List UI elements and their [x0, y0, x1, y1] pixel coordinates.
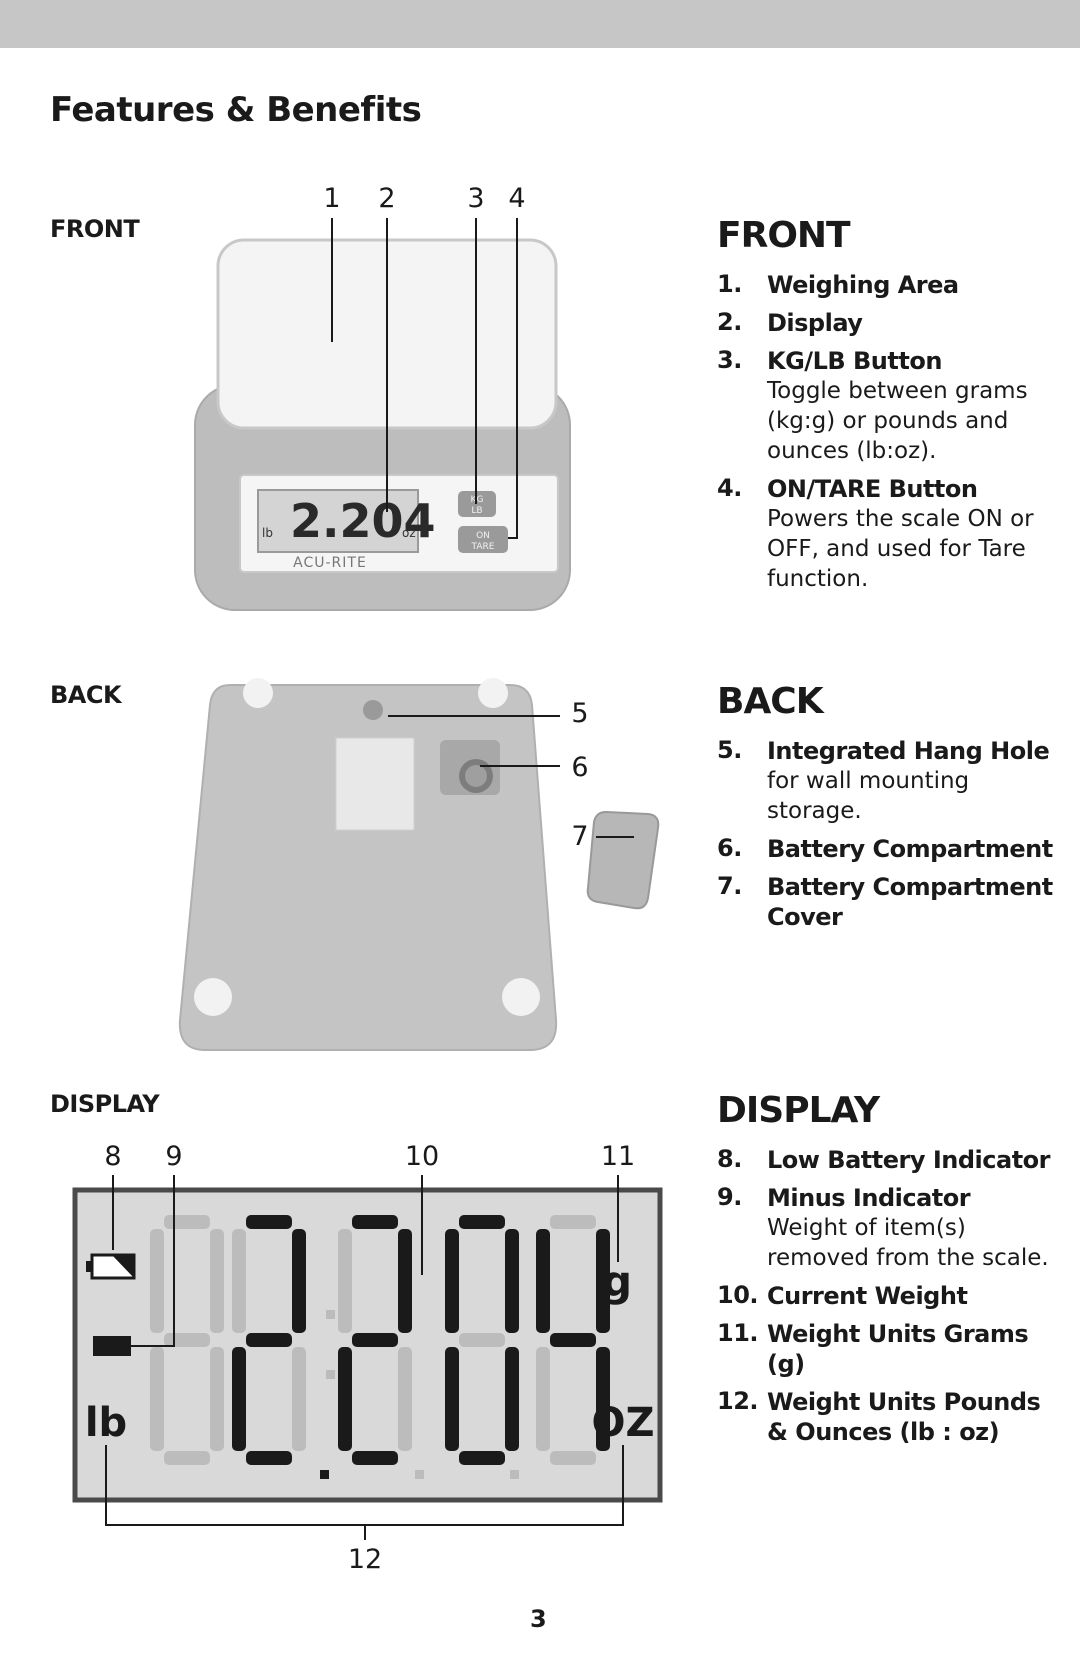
callout-7: 7 — [571, 821, 588, 852]
callout-9: 9 — [165, 1141, 182, 1172]
lcd-segment — [246, 1333, 292, 1347]
back-feature-list: 5. Integrated Hang Hole for wall mountin… — [717, 736, 1057, 940]
callout-11: 11 — [601, 1141, 635, 1172]
lcd-segment — [338, 1347, 352, 1451]
list-item: 2. Display — [717, 308, 863, 337]
lcd-segment — [352, 1333, 398, 1347]
svg-text:ON: ON — [476, 531, 490, 541]
back-scale-illustration: 5 6 7 — [178, 678, 660, 1051]
lcd-segment — [232, 1347, 246, 1451]
lcd-segment — [210, 1347, 224, 1451]
front-lcd — [257, 489, 419, 553]
lcd-segment — [292, 1347, 306, 1451]
lcd-segment — [596, 1347, 610, 1451]
lcd-segment — [338, 1229, 352, 1333]
unit-ounces: OZ — [591, 1400, 654, 1446]
lcd-segment — [536, 1229, 550, 1333]
top-bar — [0, 0, 1080, 48]
list-item: 12. Weight Units Pounds & Ounces (lb : o… — [717, 1387, 1041, 1446]
back-heading: BACK — [717, 681, 824, 722]
lcd-segment — [164, 1215, 210, 1229]
front-heading: FRONT — [717, 215, 851, 256]
lcd-segment — [352, 1451, 398, 1465]
lcd-segment — [150, 1347, 164, 1451]
list-item: 10. Current Weight — [717, 1281, 968, 1310]
lcd-segment — [246, 1451, 292, 1465]
battery-cover — [586, 810, 660, 910]
callout-8: 8 — [104, 1141, 121, 1172]
front-figure-label: FRONT — [50, 215, 140, 243]
list-item: 9. Minus Indicator Weight of item(s) rem… — [717, 1183, 1049, 1271]
lcd-dot — [326, 1310, 335, 1319]
callout-10: 10 — [405, 1141, 439, 1172]
lcd-segment — [505, 1347, 519, 1451]
brand-logo: ACU-RITE — [293, 555, 367, 571]
lcd-dot — [320, 1470, 329, 1479]
front-lcd-lb: lb — [262, 526, 273, 540]
lcd-segment — [246, 1215, 292, 1229]
lcd-digits — [150, 1215, 610, 1479]
lcd-segment — [352, 1215, 398, 1229]
list-item: 8. Low Battery Indicator — [717, 1145, 1051, 1174]
display-feature-list: 8. Low Battery Indicator 9. Minus Indica… — [717, 1145, 1057, 1455]
page-number: 3 — [530, 1605, 547, 1633]
lcd-segment — [550, 1333, 596, 1347]
lcd-segment — [150, 1229, 164, 1333]
lcd-segment — [445, 1229, 459, 1333]
svg-text:LB: LB — [471, 506, 482, 516]
list-item: 5. Integrated Hang Hole for wall mountin… — [717, 736, 1050, 824]
svg-text:TARE: TARE — [471, 542, 495, 552]
back-figure-label: BACK — [50, 681, 122, 709]
callout-12: 12 — [348, 1544, 382, 1575]
callout-6: 6 — [571, 752, 588, 783]
callout-3: 3 — [467, 183, 484, 214]
front-lcd-oz: oz — [402, 526, 416, 540]
display-heading: DISPLAY — [717, 1090, 880, 1131]
lcd-segment — [459, 1451, 505, 1465]
lcd-segment — [459, 1215, 505, 1229]
display-lcd-illustration: g lb OZ 8 9 10 11 12 — [72, 1141, 663, 1575]
unit-grams: g — [602, 1257, 632, 1306]
lcd-segment — [550, 1451, 596, 1465]
hang-hole — [363, 700, 383, 720]
callout-4: 4 — [508, 183, 525, 214]
lcd-segment — [164, 1333, 210, 1347]
list-item: 4. ON/TARE Button Powers the scale ON or… — [717, 474, 1034, 592]
page-title: Features & Benefits — [50, 90, 422, 130]
list-item: 11. Weight Units Grams (g) — [717, 1319, 1029, 1378]
display-figure-label: DISPLAY — [50, 1090, 160, 1118]
svg-text:KG: KG — [471, 495, 484, 505]
list-item: 3. KG/LB Button Toggle between grams (kg… — [717, 346, 1028, 464]
unit-pounds: lb — [85, 1400, 127, 1446]
front-feature-list: 1. Weighing Area 2. Display 3. KG/LB But… — [717, 270, 1057, 602]
lcd-segment — [505, 1229, 519, 1333]
callout-1: 1 — [323, 183, 340, 214]
lcd-segment — [445, 1347, 459, 1451]
lcd-segment — [232, 1229, 246, 1333]
lcd-segment — [398, 1229, 412, 1333]
front-scale-illustration: 2.204 lb oz KG LB ON TARE ACU-RITE 1 2 3… — [194, 183, 571, 611]
front-lcd-readout: 2.204 — [290, 494, 436, 548]
list-item: 1. Weighing Area — [717, 270, 959, 299]
lcd-dot — [415, 1470, 424, 1479]
lcd-segment — [536, 1347, 550, 1451]
illustrations: 2.204 lb oz KG LB ON TARE ACU-RITE 1 2 3… — [72, 183, 663, 1575]
lcd-segment — [164, 1451, 210, 1465]
lcd-segment — [459, 1333, 505, 1347]
callout-5: 5 — [571, 698, 588, 729]
list-item: 6. Battery Compartment — [717, 834, 1053, 863]
callout-2: 2 — [378, 183, 395, 214]
minus-indicator — [93, 1336, 131, 1356]
lcd-dot — [510, 1470, 519, 1479]
lcd-segment — [398, 1347, 412, 1451]
lcd-segment — [550, 1215, 596, 1229]
lcd-segment — [292, 1229, 306, 1333]
on-tare-button — [458, 526, 508, 553]
lcd-segment — [596, 1229, 610, 1333]
list-item: 7. Battery Compartment Cover — [717, 872, 1053, 931]
lcd-dot — [326, 1370, 335, 1379]
lcd-segment — [210, 1229, 224, 1333]
